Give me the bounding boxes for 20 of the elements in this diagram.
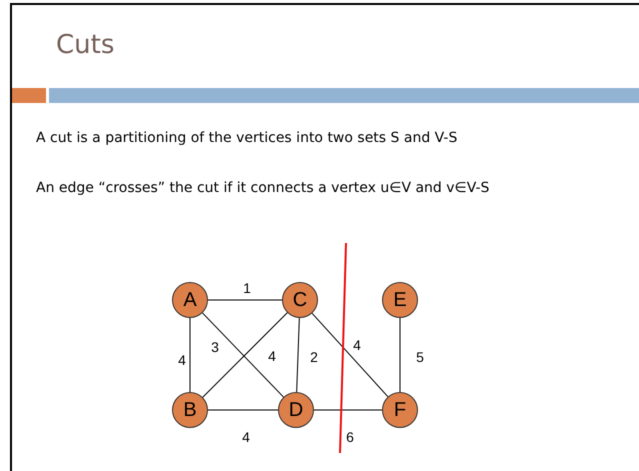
edge-weight: 5 [415,350,425,364]
vertex-circle: F [382,392,418,428]
edge-weight: 4 [352,338,362,352]
body-text: A cut is a partitioning of the vertices into two sets S and V-S [36,130,458,146]
edge-weight: 3 [210,340,220,354]
slide-title: Cuts [56,30,114,60]
graph-edge [312,312,388,398]
vertex-circle: A [172,282,208,318]
body-text: An edge “crosses” the cut if it connects a vertex u∈V and v∈V-S [36,180,490,196]
edge-weight: 2 [309,350,319,364]
edge-weight: 4 [177,353,187,367]
edge-weight: 1 [242,281,252,295]
vertex-circle: B [172,392,208,428]
vertex-circle: E [382,282,418,318]
edge-weight: 6 [345,430,355,444]
vertex-circle: C [282,282,318,318]
edge-weight: 4 [267,349,277,363]
edge-weight: 4 [241,430,251,444]
graph-edge [296,318,300,392]
vertex-circle: D [278,392,314,428]
